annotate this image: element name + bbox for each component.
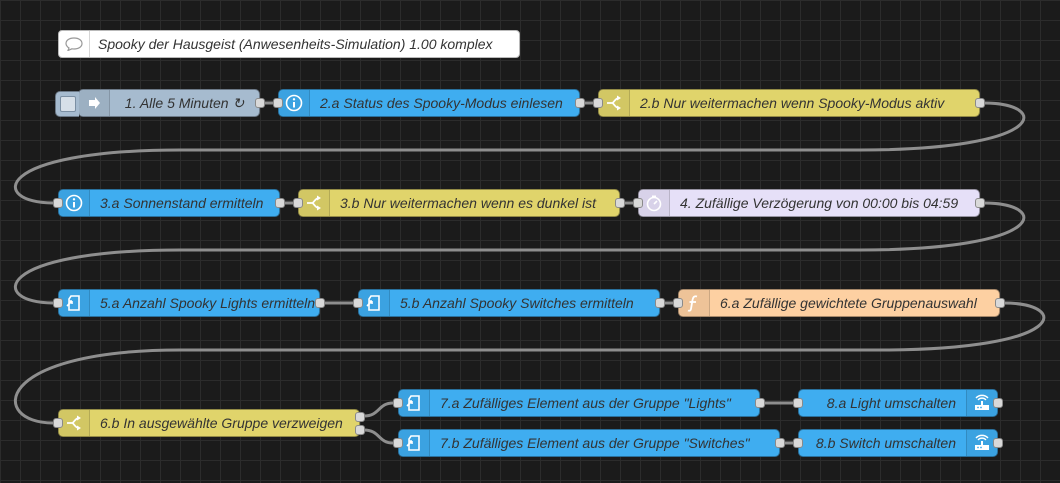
node-weighted-group-selection[interactable]: 6.a Zufällige gewichtete Gruppenauswahl [673,289,1005,317]
output-port[interactable] [575,98,585,108]
node-label: 5.b Anzahl Spooky Switches ermitteln [400,295,634,311]
node-switch-if-dark[interactable]: 3.b Nur weitermachen wenn es dunkel ist [293,189,625,217]
switch-icon [59,410,90,436]
input-port[interactable] [793,438,803,448]
node-random-delay[interactable]: 4. Zufällige Verzögerung von 00:00 bis 0… [633,189,985,217]
router-icon [966,390,997,416]
entities-icon [399,430,430,456]
node-determine-sun-position[interactable]: 3.a Sonnenstand ermitteln [53,189,285,217]
input-port[interactable] [593,98,603,108]
node-count-spooky-switches[interactable]: 5.b Anzahl Spooky Switches ermitteln [353,289,665,317]
output-port[interactable] [275,198,285,208]
input-port[interactable] [53,298,63,308]
arrow-right-icon [79,90,110,116]
output-port[interactable] [993,438,1003,448]
output-port[interactable] [315,298,325,308]
info-icon [279,90,310,116]
node-label: 2.a Status des Spooky-Modus einlesen [320,95,563,111]
input-port[interactable] [393,438,403,448]
output-port[interactable] [655,298,665,308]
node-label: 6.a Zufällige gewichtete Gruppenauswahl [720,295,977,311]
node-random-switch-element[interactable]: 7.b Zufälliges Element aus der Gruppe "S… [393,429,785,457]
output-port[interactable] [775,438,785,448]
node-label: 2.b Nur weitermachen wenn Spooky-Modus a… [640,95,945,111]
input-port[interactable] [273,98,283,108]
entities-icon [359,290,390,316]
input-port[interactable] [293,198,303,208]
input-port[interactable] [353,298,363,308]
output-port[interactable] [993,398,1003,408]
wire [14,101,1026,205]
function-icon [679,290,710,316]
info-icon [59,190,90,216]
output-port[interactable] [975,198,985,208]
output-port[interactable] [975,98,985,108]
inject-trigger-button[interactable] [55,91,79,117]
wire [363,428,394,445]
node-label: 3.a Sonnenstand ermitteln [100,195,264,211]
node-toggle-switch[interactable]: 8.b Switch umschalten [793,429,1003,457]
output-port[interactable] [755,398,765,408]
node-label: 8.a Light umschalten [826,395,956,411]
entities-icon [59,290,90,316]
output-port[interactable] [255,98,265,108]
input-port[interactable] [53,198,63,208]
timer-icon [639,190,670,216]
node-label: 7.b Zufälliges Element aus der Gruppe "S… [440,435,750,451]
entities-icon [399,390,430,416]
switch-icon [599,90,630,116]
flow-comment[interactable]: Spooky der Hausgeist (Anwesenheits-Simul… [58,30,520,58]
wire [13,301,1046,425]
node-label: 6.b In ausgewählte Gruppe verzweigen [100,415,343,431]
output-port-1[interactable] [355,412,365,422]
wire [14,201,1026,305]
input-port[interactable] [393,398,403,408]
node-random-light-element[interactable]: 7.a Zufälliges Element aus der Gruppe "L… [393,389,765,417]
comment-text: Spooky der Hausgeist (Anwesenheits-Simul… [98,36,493,52]
node-label: 1. Alle 5 Minuten ↻ [124,94,245,111]
node-label: 5.a Anzahl Spooky Lights ermitteln [100,295,316,311]
output-port[interactable] [615,198,625,208]
node-switch-spooky-active[interactable]: 2.b Nur weitermachen wenn Spooky-Modus a… [593,89,985,117]
node-read-spooky-mode-status[interactable]: 2.a Status des Spooky-Modus einlesen [273,89,585,117]
input-port[interactable] [53,418,63,428]
input-port[interactable] [633,198,643,208]
input-port[interactable] [673,298,683,308]
output-port-2[interactable] [355,425,365,435]
node-toggle-light[interactable]: 8.a Light umschalten [793,389,1003,417]
switch-icon [299,190,330,216]
input-port[interactable] [793,398,803,408]
node-label: 8.b Switch umschalten [815,435,956,451]
router-icon [966,430,997,456]
node-count-spooky-lights[interactable]: 5.a Anzahl Spooky Lights ermitteln [53,289,325,317]
node-inject-every-5-minutes[interactable]: 1. Alle 5 Minuten ↻ [55,89,265,117]
node-label: 3.b Nur weitermachen wenn es dunkel ist [340,195,597,211]
node-label: 4. Zufällige Verzögerung von 00:00 bis 0… [680,195,959,211]
output-port[interactable] [995,298,1005,308]
speech-bubble-icon [59,31,90,57]
node-branch-selected-group[interactable]: 6.b In ausgewählte Gruppe verzweigen [53,409,365,437]
node-label: 7.a Zufälliges Element aus der Gruppe "L… [440,395,731,411]
wire [363,401,394,418]
